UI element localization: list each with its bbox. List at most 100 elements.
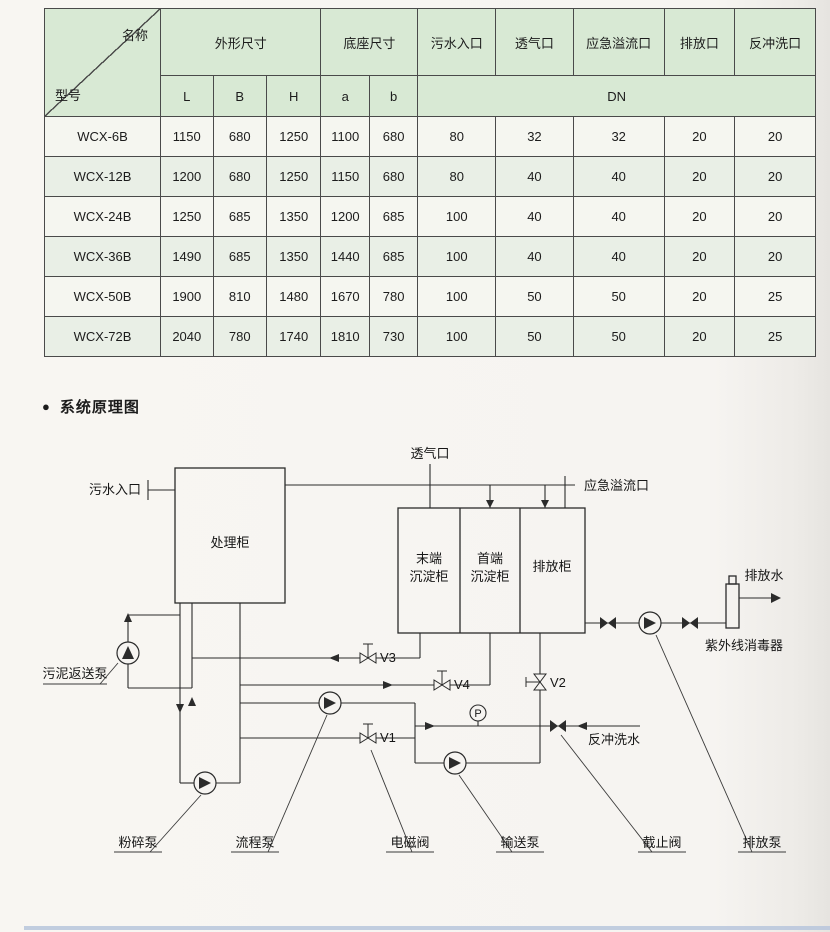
discharge-water-label: 排放水	[744, 568, 783, 583]
table-row: WCX-36B 1490 685 1350 1440 685 100 40 40…	[43, 236, 816, 277]
section-title-text: 系统原理图	[59, 399, 140, 416]
value-cell: 40	[572, 236, 665, 277]
value-cell: 810	[212, 276, 268, 317]
transfer-pump-symbol	[443, 751, 467, 775]
table-row: WCX-24B 1250 685 1350 1200 685 100 40 40…	[43, 196, 816, 237]
backwash-water-label: 反冲洗水	[588, 732, 640, 747]
diagonal-divider	[45, 9, 161, 116]
value-cell: 685	[212, 196, 268, 237]
value-cell: 1670	[320, 276, 370, 317]
discharge-cabinet-label: 排放柜	[532, 559, 571, 574]
spec-table: 名称 型号 外形尺寸 底座尺寸 污水入口 透气口 应急溢流口 排放口 反冲洗口 …	[43, 8, 816, 357]
model-cell: WCX-24B	[43, 196, 162, 237]
valve-v1-label: V1	[380, 730, 396, 745]
discharge-pump-label: 排放泵	[742, 835, 781, 850]
value-cell: 20	[734, 236, 816, 277]
value-cell: 1810	[320, 316, 370, 357]
process-pump-label: 流程泵	[235, 835, 274, 850]
valve-v3-label: V3	[380, 650, 396, 665]
value-cell: 1200	[160, 156, 214, 197]
outer-dim-header: 外形尺寸	[160, 8, 322, 76]
flow-arrows	[124, 500, 781, 730]
table-row: WCX-12B 1200 680 1250 1150 680 80 40 40 …	[43, 156, 816, 197]
corner-model-label: 型号	[55, 88, 82, 103]
subheader-b: b	[368, 75, 419, 117]
value-cell: 680	[368, 116, 419, 157]
value-cell: 680	[368, 156, 419, 197]
valve-v4-symbol	[433, 670, 451, 691]
value-cell: 20	[663, 196, 736, 237]
system-schematic: P 透气口 污水入口 应急溢流口 处理柜 末端 沉淀柜 首端 沉淀柜 排放柜	[42, 446, 786, 853]
value-cell: 1150	[320, 156, 370, 197]
discharge-valve-2	[682, 617, 698, 629]
valve-v4-label: V4	[454, 677, 470, 692]
valve-v2-label: V2	[550, 675, 566, 690]
pressure-gauge-label: P	[474, 708, 481, 720]
pressure-gauge-symbol: P	[469, 704, 487, 722]
model-cell: WCX-50B	[43, 276, 162, 317]
value-cell: 1200	[320, 196, 370, 237]
pipes	[127, 464, 774, 784]
value-cell: 780	[212, 316, 268, 357]
valve-v1-symbol	[359, 723, 377, 744]
process-pump-symbol	[318, 691, 342, 715]
vent-label: 透气口	[410, 446, 449, 461]
stop-valve-label: 截止阀	[642, 835, 681, 850]
sludge-return-pump-label: 污泥返送泵	[42, 666, 107, 681]
value-cell: 730	[368, 316, 419, 357]
value-cell: 685	[212, 236, 268, 277]
grinder-pump-label: 粉碎泵	[118, 835, 157, 850]
value-cell: 32	[495, 116, 574, 157]
value-cell: 1350	[265, 236, 322, 277]
sludge-return-pump-symbol	[116, 641, 140, 665]
corner-cell: 名称 型号	[43, 8, 162, 117]
settling-tanks-box	[397, 507, 586, 634]
table-row: WCX-72B 2040 780 1740 1810 730 100 50 50…	[43, 316, 816, 357]
label-leaders	[43, 634, 786, 853]
uv-sterilizer-body	[725, 583, 740, 629]
value-cell: 20	[663, 276, 736, 317]
value-cell: 1350	[265, 196, 322, 237]
transfer-pump-label: 输送泵	[500, 835, 539, 850]
value-cell: 1100	[320, 116, 370, 157]
value-cell: 32	[572, 116, 665, 157]
value-cell: 680	[212, 156, 268, 197]
discharge-valve-1	[600, 617, 616, 629]
value-cell: 40	[495, 156, 574, 197]
value-cell: 40	[495, 236, 574, 277]
value-cell: 1250	[265, 156, 322, 197]
subheader-H: H	[265, 75, 322, 117]
sewage-inlet-label: 污水入口	[89, 482, 141, 497]
value-cell: 20	[734, 116, 816, 157]
value-cell: 100	[417, 196, 497, 237]
value-cell: 50	[572, 316, 665, 357]
value-cell: 50	[495, 316, 574, 357]
value-cell: 1250	[160, 196, 214, 237]
model-cell: WCX-12B	[43, 156, 162, 197]
value-cell: 25	[734, 276, 816, 317]
dn-header: DN	[417, 75, 816, 117]
value-cell: 50	[495, 276, 574, 317]
discharge-pump-symbol	[638, 611, 662, 635]
value-cell: 1740	[265, 316, 322, 357]
uv-sterilizer-cap	[728, 575, 737, 585]
value-cell: 20	[663, 316, 736, 357]
subheader-L: L	[160, 75, 214, 117]
value-cell: 1150	[160, 116, 214, 157]
solenoid-valve-label: 电磁阀	[390, 835, 429, 850]
value-cell: 20	[663, 156, 736, 197]
model-cell: WCX-36B	[43, 236, 162, 277]
value-cell: 25	[734, 316, 816, 357]
model-cell: WCX-72B	[43, 316, 162, 357]
value-cell: 40	[495, 196, 574, 237]
value-cell: 100	[417, 236, 497, 277]
end-settling-label-2: 沉淀柜	[409, 569, 448, 584]
uv-sterilizer-label: 紫外线消毒器	[705, 638, 783, 653]
head-settling-label-1: 首端	[477, 551, 503, 566]
table-row: WCX-50B 1900 810 1480 1670 780 100 50 50…	[43, 276, 816, 317]
treatment-cabinet-box	[174, 467, 286, 604]
value-cell: 100	[417, 276, 497, 317]
value-cell: 1900	[160, 276, 214, 317]
value-cell: 1490	[160, 236, 214, 277]
